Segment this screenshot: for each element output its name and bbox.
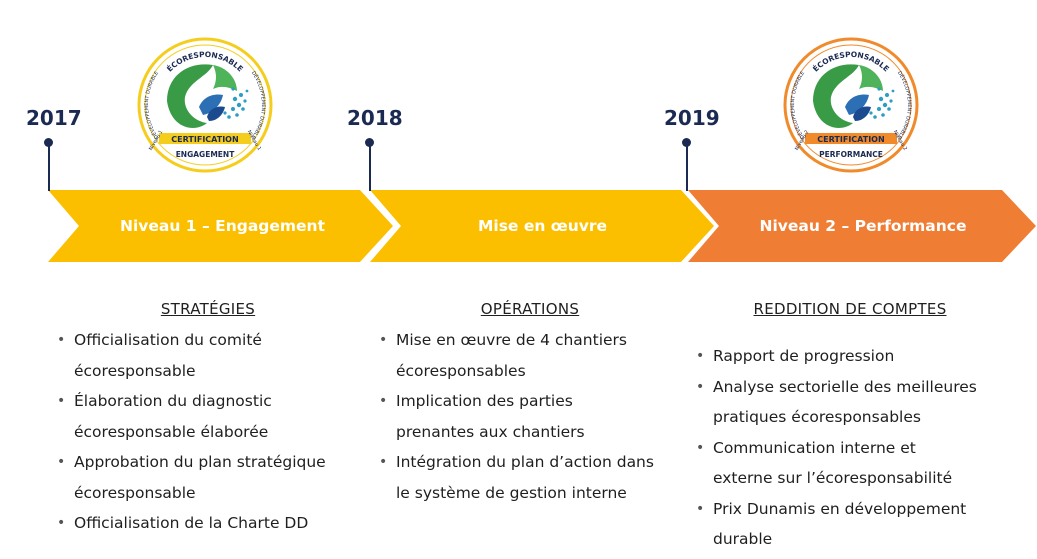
year-2018-stem (369, 143, 371, 191)
year-2017-stem (48, 143, 50, 191)
column-heading-operations: OPÉRATIONS (480, 300, 580, 318)
year-2018-dot (365, 138, 374, 147)
list-item-continued: externe sur l’écoresponsabilité (713, 469, 953, 487)
list-operations: Mise en œuvre de 4 chantiers écoresponsa… (379, 325, 689, 508)
svg-text:ENGAGEMENT: ENGAGEMENT (176, 150, 236, 159)
ecoresponsable-performance-seal-icon: CERTIFICATION ÉCORESPONSABLE DÉVELOPPEME… (783, 37, 919, 173)
svg-text:CERTIFICATION: CERTIFICATION (817, 135, 884, 144)
list-item-continued: écoresponsable (74, 361, 196, 380)
list-reddition: Rapport de progression Analyse sectoriel… (696, 341, 1031, 555)
ecoresponsable-engagement-seal-icon: CERTIFICATION ÉCORESPONSABLE DÉVELOPPEME… (137, 37, 273, 173)
list-item: Mise en œuvre de 4 chantiers (379, 325, 689, 356)
stage-label-performance: Niveau 2 – Performance (759, 217, 967, 235)
year-2019: 2019 (664, 106, 720, 130)
arrow-stage-2 (370, 190, 714, 262)
svg-text:PERFORMANCE: PERFORMANCE (819, 150, 883, 159)
list-item: Officialisation de la Charte DD (57, 508, 357, 539)
list-item-continued: écoresponsable (74, 483, 196, 502)
list-item: Implication des parties (379, 386, 689, 417)
stage-label-engagement: Niveau 1 – Engagement (119, 217, 325, 235)
list-item-continued: le système de gestion interne (396, 483, 627, 502)
year-2017-dot (44, 138, 53, 147)
column-heading-reddition: REDDITION DE COMPTES (753, 300, 947, 318)
list-item: Officialisation du comité (57, 325, 357, 356)
list-item: Élaboration du diagnostic (57, 386, 357, 417)
arrow-stage-1 (48, 190, 393, 262)
list-item-continued: durable (713, 530, 773, 548)
list-strategies: Officialisation du comité écoresponsable… (57, 325, 357, 539)
svg-text:CERTIFICATION: CERTIFICATION (171, 135, 238, 144)
list-item: Approbation du plan stratégique (57, 447, 357, 478)
list-item: Rapport de progression (696, 341, 1031, 372)
year-2018: 2018 (347, 106, 403, 130)
column-heading-strategies: STRATÉGIES (160, 300, 256, 318)
list-item: Analyse sectorielle des meilleures (696, 372, 1031, 403)
arrow-stage-3 (688, 190, 1036, 262)
list-item: Communication interne et (696, 433, 1031, 464)
list-item-continued: pratiques écoresponsables (713, 408, 921, 426)
list-item-continued: écoresponsables (396, 361, 526, 380)
list-item: Intégration du plan d’action dans (379, 447, 689, 478)
list-item-continued: écoresponsable élaborée (74, 422, 269, 441)
year-2019-stem (686, 143, 688, 191)
list-item-continued: prenantes aux chantiers (396, 422, 585, 441)
list-item: Prix Dunamis en développement (696, 494, 1031, 525)
stage-label-mise-en-oeuvre: Mise en œuvre (477, 217, 608, 235)
year-2019-dot (682, 138, 691, 147)
year-2017: 2017 (26, 106, 82, 130)
